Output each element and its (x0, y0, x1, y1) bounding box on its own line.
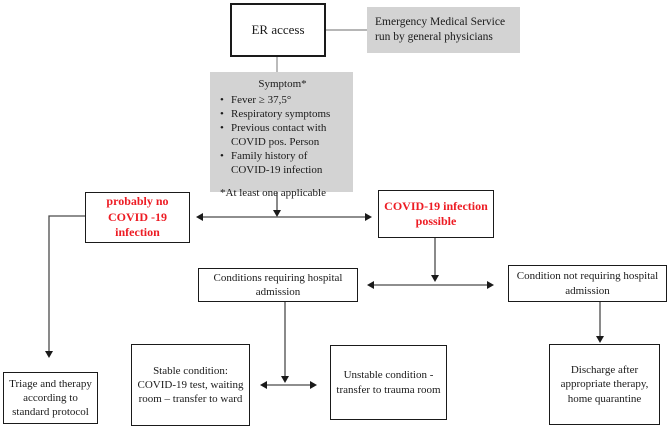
symptom-item: Fever ≥ 37,5° (218, 93, 347, 107)
er-access-box: ER access (230, 3, 326, 57)
symptom-item: Respiratory symptoms (218, 107, 347, 121)
covid-possible-label: COVID-19 infection possible (384, 198, 488, 228)
conditions-requiring-admission-label: Conditions requiring hospital admission (213, 271, 343, 298)
stable-condition-label: Stable condition: COVID-19 test, waiting… (137, 364, 244, 406)
symptom-item: Family history of COVID-19 infection (218, 149, 347, 177)
condition-not-requiring-admission-label: Condition not requiring hospital admissi… (516, 270, 659, 297)
ems-note-label: Emergency Medical Service run by general… (375, 16, 506, 43)
covid-possible-box: COVID-19 infection possible (378, 190, 494, 238)
unstable-condition-label: Unstable condition - transfer to trauma … (336, 369, 441, 396)
discharge-label: Discharge after appropriate therapy, hom… (560, 364, 649, 405)
stable-condition-box: Stable condition: COVID-19 test, waiting… (131, 344, 250, 426)
symptom-footnote: *At least one applicable (220, 187, 326, 200)
unstable-condition-box: Unstable condition - transfer to trauma … (330, 345, 447, 420)
symptom-item: Previous contact with COVID pos. Person (218, 121, 347, 149)
ems-note-box: Emergency Medical Service run by general… (367, 7, 520, 53)
symptom-list: Fever ≥ 37,5° Respiratory symptoms Previ… (218, 93, 347, 177)
conditions-requiring-admission-box: Conditions requiring hospital admission (198, 268, 358, 302)
probably-no-covid-label: probably no COVID -19 infection (106, 194, 169, 240)
triage-standard-protocol-box: Triage and therapy according to standard… (3, 372, 98, 424)
symptom-title: Symptom* (258, 78, 307, 90)
condition-not-requiring-admission-box: Condition not requiring hospital admissi… (508, 265, 667, 302)
probably-no-covid-box: probably no COVID -19 infection (85, 192, 190, 243)
symptom-box: Symptom* Fever ≥ 37,5° Respiratory sympt… (210, 72, 353, 199)
triage-standard-protocol-label: Triage and therapy according to standard… (9, 377, 92, 419)
discharge-box: Discharge after appropriate therapy, hom… (549, 344, 660, 425)
er-access-label: ER access (251, 21, 305, 37)
